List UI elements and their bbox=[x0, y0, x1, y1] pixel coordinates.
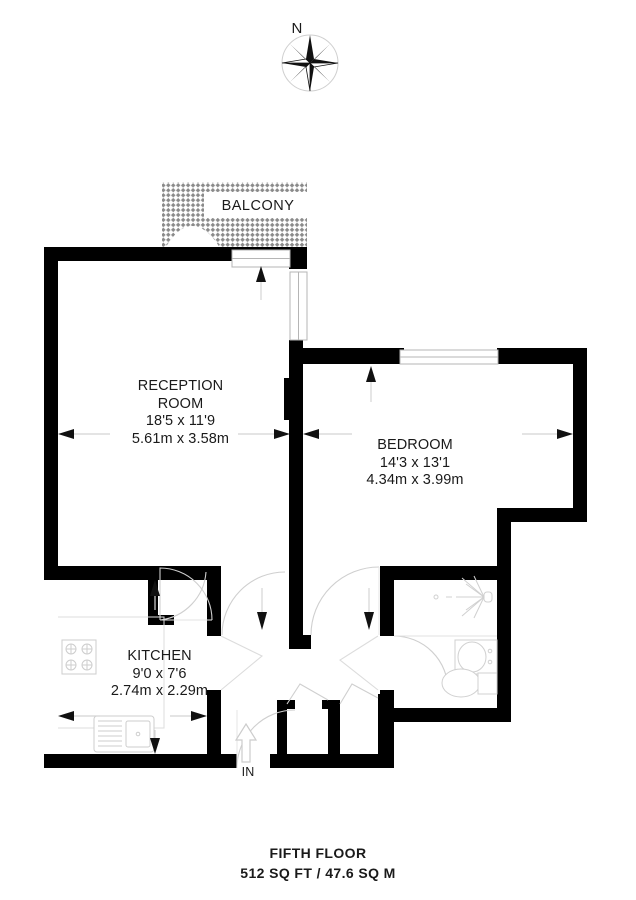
bedroom-dim-metric: 4.34m x 3.99m bbox=[366, 472, 464, 489]
room-label-kitchen: KITCHEN 9'0 x 7'6 2.74m x 2.29m bbox=[92, 648, 227, 701]
dimension-arrows bbox=[58, 266, 573, 754]
floor-area: 512 SQ FT / 47.6 SQ M bbox=[240, 865, 396, 882]
room-label-reception: RECEPTION ROOM 18'5 x 11'9 5.61m x 3.58m bbox=[108, 378, 253, 449]
reception-name-line2: ROOM bbox=[157, 395, 204, 412]
reception-name-line1: RECEPTION bbox=[137, 378, 224, 394]
bathroom-basin-icon bbox=[454, 639, 498, 675]
bedroom-dim-imperial: 14'3 x 13'1 bbox=[379, 454, 451, 471]
plan-footer: FIFTH FLOOR 512 SQ FT / 47.6 SQ M bbox=[168, 843, 468, 884]
entrance-label: IN bbox=[241, 765, 255, 779]
balcony-label: BALCONY bbox=[221, 198, 295, 214]
reception-dim-imperial: 18'5 x 11'9 bbox=[145, 413, 216, 430]
kitchen-name-line1: KITCHEN bbox=[127, 648, 192, 664]
walls bbox=[44, 247, 587, 768]
windows bbox=[231, 249, 499, 365]
bathroom-toilet-icon bbox=[441, 668, 498, 698]
bathroom-shower-icon bbox=[433, 575, 493, 619]
bathroom-fixtures bbox=[394, 575, 498, 698]
kitchen-dim-imperial: 9'0 x 7'6 bbox=[132, 665, 187, 682]
kitchen-fixtures bbox=[58, 616, 165, 753]
compass-rose-icon bbox=[281, 34, 339, 92]
entrance-arrow-icon bbox=[234, 722, 258, 763]
balcony-label-plate bbox=[204, 192, 310, 218]
compass-north-label: N bbox=[291, 20, 303, 37]
floor-title: FIFTH FLOOR bbox=[269, 845, 367, 861]
kitchen-sink-icon bbox=[93, 715, 155, 753]
reception-dim-metric: 5.61m x 3.58m bbox=[131, 431, 230, 448]
balcony-area bbox=[162, 182, 310, 252]
bedroom-name-line1: BEDROOM bbox=[377, 437, 453, 453]
kitchen-dim-metric: 2.74m x 2.29m bbox=[110, 683, 209, 700]
room-label-bedroom: BEDROOM 14'3 x 13'1 4.34m x 3.99m bbox=[345, 437, 485, 490]
kitchen-hob-icon bbox=[61, 639, 97, 675]
